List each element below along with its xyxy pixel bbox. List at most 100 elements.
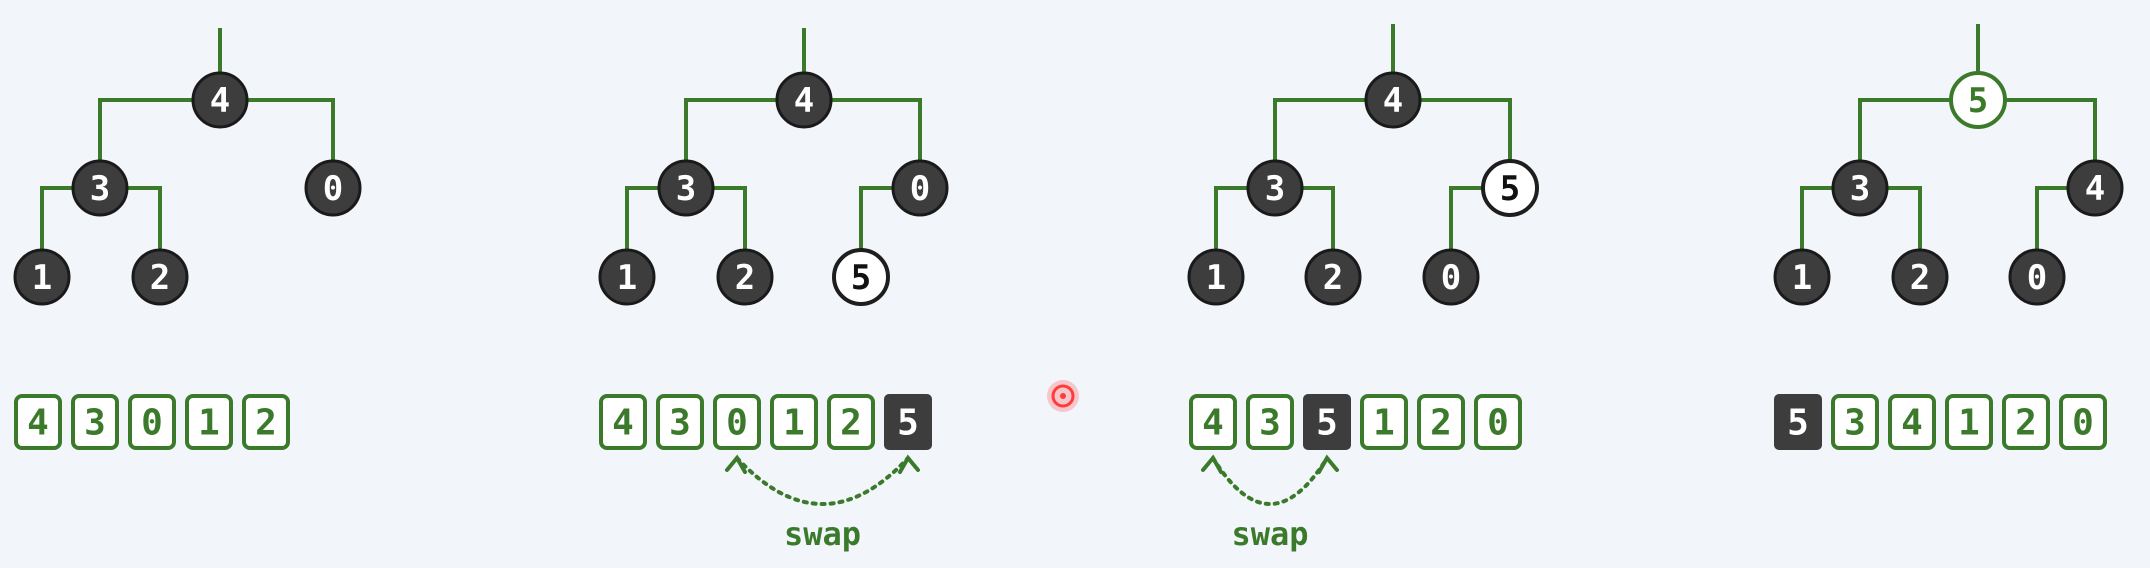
array-cell-box [1945, 394, 1993, 450]
tree-node-circle [891, 159, 949, 217]
tree-node-3: 3 [1246, 159, 1304, 217]
tree-node-label: 0 [1441, 258, 1461, 298]
tree-node-label: 4 [2085, 169, 2105, 209]
tree-node-circle [1304, 248, 1362, 306]
tree-node-circle [13, 248, 71, 306]
array-cell-box [1417, 394, 1465, 450]
tree-node-label: 3 [676, 169, 696, 209]
array-cell-label: 3 [84, 403, 106, 444]
array-cell-3: 3 [656, 394, 704, 450]
tree-node-circle [2066, 159, 2124, 217]
array-cell-0: 0 [1474, 394, 1522, 450]
array-cell-box [770, 394, 818, 450]
tree-edge [1393, 98, 1512, 188]
array-cell-1: 1 [185, 394, 233, 450]
array-cell-label: 3 [669, 403, 691, 444]
tree-node-1: 1 [598, 248, 656, 306]
array-cell-2: 2 [242, 394, 290, 450]
array-cell-1: 1 [770, 394, 818, 450]
array-cell-4: 4 [1189, 394, 1237, 450]
array-cell-3: 3 [71, 394, 119, 450]
tree-node-circle [191, 71, 249, 129]
tree-node-circle [71, 159, 129, 217]
tree-node-circle [304, 159, 362, 217]
array-cell-label: 4 [27, 403, 49, 444]
array-cell-box [599, 394, 647, 450]
array-cell-box [1474, 394, 1522, 450]
array-cell-label: 1 [198, 403, 220, 444]
array-cell-label: 2 [2015, 403, 2037, 444]
array-cell-box [1303, 394, 1351, 450]
swap-arrow-right-icon [898, 454, 920, 474]
array-cell-label: 3 [1844, 403, 1866, 444]
array-cell-0: 0 [2059, 394, 2107, 450]
array-cell-label: 0 [141, 403, 163, 444]
array-cell-box [2059, 394, 2107, 450]
tree-node-circle [1949, 71, 2007, 129]
array-cell-box [185, 394, 233, 450]
tree-node-circle [598, 248, 656, 306]
array-cell-0: 0 [128, 394, 176, 450]
tree-node-4: 4 [2066, 159, 2124, 217]
tree-node-3: 3 [657, 159, 715, 217]
tree-node-label: 2 [1910, 258, 1930, 298]
array-cell-box [1831, 394, 1879, 450]
array-cell-label: 2 [1430, 403, 1452, 444]
swap-arrow-left-icon [725, 454, 747, 474]
tree-node-1: 1 [1187, 248, 1245, 306]
array-cell-label: 3 [1259, 403, 1281, 444]
tree-edge [1858, 98, 1978, 188]
tree-edge [804, 98, 922, 188]
array-cell-box [1888, 394, 1936, 450]
swap-indicator: swap [725, 454, 920, 553]
tree-edge [1273, 98, 1393, 188]
tree-node-0: 0 [1422, 248, 1480, 306]
swap-label: swap [1231, 515, 1308, 553]
tree-node-label: 4 [1383, 81, 1403, 121]
array-cell-1: 1 [1945, 394, 1993, 450]
swap-arc [735, 456, 910, 506]
tree-node-4: 4 [775, 71, 833, 129]
tree-node-label: 1 [1792, 258, 1812, 298]
array-cell-label: 1 [1958, 403, 1980, 444]
tree-node-circle [657, 159, 715, 217]
array-cell-label: 0 [726, 403, 748, 444]
tree-node-5: 5 [1949, 71, 2007, 129]
tree-node-label: 4 [210, 81, 230, 121]
tree-node-circle [775, 71, 833, 129]
array-cell-3: 3 [1246, 394, 1294, 450]
array-cell-0: 0 [713, 394, 761, 450]
tree-node-label: 3 [1850, 169, 1870, 209]
tree-node-1: 1 [1773, 248, 1831, 306]
array-cell-box [827, 394, 875, 450]
array-cell-2: 2 [2002, 394, 2050, 450]
tree-node-label: 1 [32, 258, 52, 298]
array-cell-label: 5 [1316, 403, 1338, 444]
tree-node-label: 2 [735, 258, 755, 298]
array-cell-box [1774, 394, 1822, 450]
swap-arc [1211, 456, 1329, 506]
tree-node-4: 4 [191, 71, 249, 129]
tree-node-label: 5 [1968, 81, 1988, 121]
tree-node-circle [1246, 159, 1304, 217]
array-cell-box [128, 394, 176, 450]
array-cell-box [14, 394, 62, 450]
tree-node-3: 3 [1831, 159, 1889, 217]
tree-node-label: 3 [90, 169, 110, 209]
array-cell-label: 0 [1487, 403, 1509, 444]
tree-node-circle [1831, 159, 1889, 217]
tree-node-0: 0 [2008, 248, 2066, 306]
array-cell-label: 1 [783, 403, 805, 444]
array-cell-5: 5 [1303, 394, 1351, 450]
tree-node-2: 2 [1891, 248, 1949, 306]
tree-node-circle [2008, 248, 2066, 306]
tree-node-circle [1773, 248, 1831, 306]
tree-node-5: 5 [1481, 159, 1539, 217]
tree-node-3: 3 [71, 159, 129, 217]
tree-node-1: 1 [13, 248, 71, 306]
tree-node-4: 4 [1364, 71, 1422, 129]
array-cell-box [71, 394, 119, 450]
array-cell-3: 3 [1831, 394, 1879, 450]
tree-node-label: 0 [323, 169, 343, 209]
